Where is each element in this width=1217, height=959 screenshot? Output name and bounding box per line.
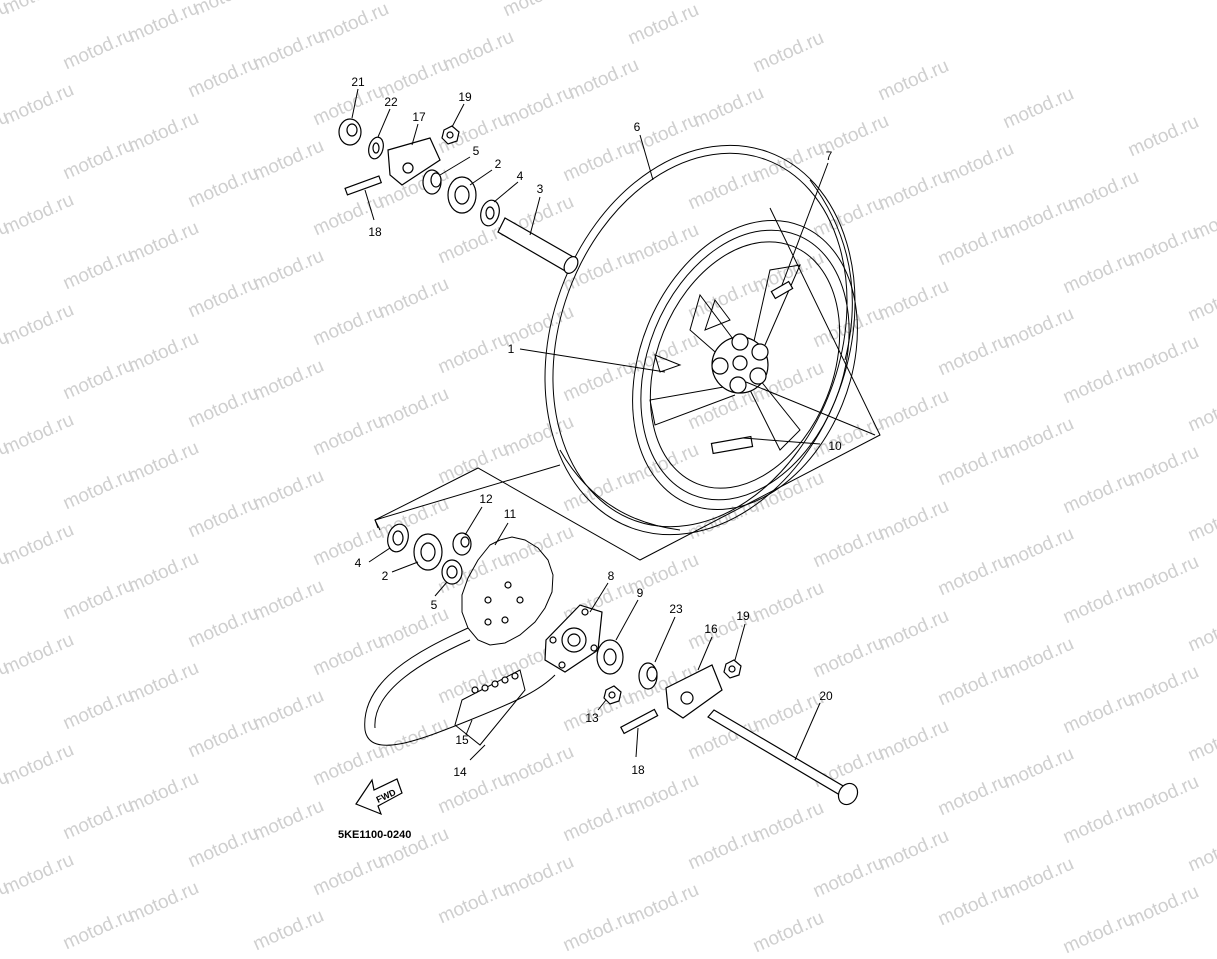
watermark-text: motod.ru bbox=[250, 905, 328, 956]
callout-16: 16 bbox=[704, 622, 718, 636]
nut-13 bbox=[603, 685, 622, 705]
callout-15: 15 bbox=[455, 733, 469, 747]
oil-seal-4-bottom bbox=[387, 523, 409, 553]
callout-10: 10 bbox=[828, 439, 842, 453]
wheel-hub bbox=[711, 333, 769, 394]
spacer-5-bottom bbox=[441, 559, 463, 585]
bolt-18-bottom bbox=[620, 708, 659, 735]
lower-assembly-plane bbox=[374, 464, 561, 529]
washer-22 bbox=[368, 136, 384, 160]
callout-6: 6 bbox=[634, 120, 641, 134]
fwd-arrow-icon: FWD bbox=[355, 778, 403, 816]
valve-stem bbox=[770, 280, 794, 300]
oil-seal-4-top bbox=[480, 199, 500, 227]
drive-chain bbox=[364, 627, 556, 746]
callout-19-top: 19 bbox=[458, 90, 472, 104]
callout-23: 23 bbox=[669, 602, 683, 616]
callout-17: 17 bbox=[412, 110, 426, 124]
callout-8: 8 bbox=[608, 569, 615, 583]
callout-11: 11 bbox=[504, 507, 517, 521]
callout-19-bottom: 19 bbox=[736, 609, 750, 623]
bolt-18-top bbox=[344, 175, 383, 196]
spacer-5-top bbox=[422, 169, 442, 195]
callout-5-top: 5 bbox=[473, 144, 480, 158]
callout-3: 3 bbox=[537, 182, 544, 196]
clutch-hub-8 bbox=[544, 604, 603, 673]
callout-13: 13 bbox=[585, 711, 599, 725]
callout-5-bottom: 5 bbox=[431, 598, 438, 612]
diagram-code: 5KE1100-0240 bbox=[338, 829, 411, 841]
nut-19-bottom bbox=[723, 659, 742, 679]
watermark-text: motod.ru bbox=[560, 906, 638, 957]
watermark-text: motod.ru bbox=[750, 907, 828, 958]
callout-2-top: 2 bbox=[495, 157, 502, 171]
callout-12: 12 bbox=[479, 492, 493, 506]
callout-7: 7 bbox=[826, 149, 833, 163]
wheel-axle-20 bbox=[707, 709, 859, 806]
callout-2-bottom: 2 bbox=[382, 569, 389, 583]
watermark-text: motod.ru bbox=[1060, 908, 1138, 959]
callout-4-bottom: 4 bbox=[355, 556, 362, 570]
sprocket-11 bbox=[461, 536, 554, 646]
wheel-spokes bbox=[649, 264, 801, 451]
callout-14: 14 bbox=[453, 765, 467, 779]
upper-assembly-plane bbox=[374, 207, 881, 561]
callout-4-top: 4 bbox=[517, 169, 524, 183]
chain-puller-16 bbox=[665, 664, 723, 719]
callout-9: 9 bbox=[637, 586, 644, 600]
bearing-2-bottom bbox=[413, 533, 443, 571]
balance-weight bbox=[710, 435, 754, 455]
collar-23 bbox=[638, 662, 658, 690]
leader-lines bbox=[351, 88, 876, 761]
callout-21: 21 bbox=[351, 75, 365, 89]
tire bbox=[544, 144, 856, 536]
callout-labels: 1 2 2 3 4 4 5 5 6 7 8 9 10 11 12 13 14 1… bbox=[351, 75, 842, 779]
drive-chain-joint-14-15 bbox=[454, 669, 526, 746]
wheel-rim bbox=[632, 219, 858, 511]
callout-1: 1 bbox=[508, 342, 515, 356]
nut-19-top bbox=[441, 125, 460, 145]
rear-wheel-exploded-diagram: 1 2 2 3 4 4 5 5 6 7 8 9 10 11 12 13 14 1… bbox=[338, 75, 881, 841]
callout-18-bottom: 18 bbox=[631, 763, 645, 777]
collar-12 bbox=[452, 532, 472, 556]
bearing-9 bbox=[596, 639, 624, 675]
collar-21 bbox=[338, 118, 362, 146]
chain-puller-17 bbox=[387, 137, 441, 186]
callout-20: 20 bbox=[819, 689, 833, 703]
callout-22: 22 bbox=[384, 95, 398, 109]
spacer-3 bbox=[497, 217, 579, 274]
callout-18-top: 18 bbox=[368, 225, 382, 239]
bearing-2-top bbox=[447, 176, 477, 214]
